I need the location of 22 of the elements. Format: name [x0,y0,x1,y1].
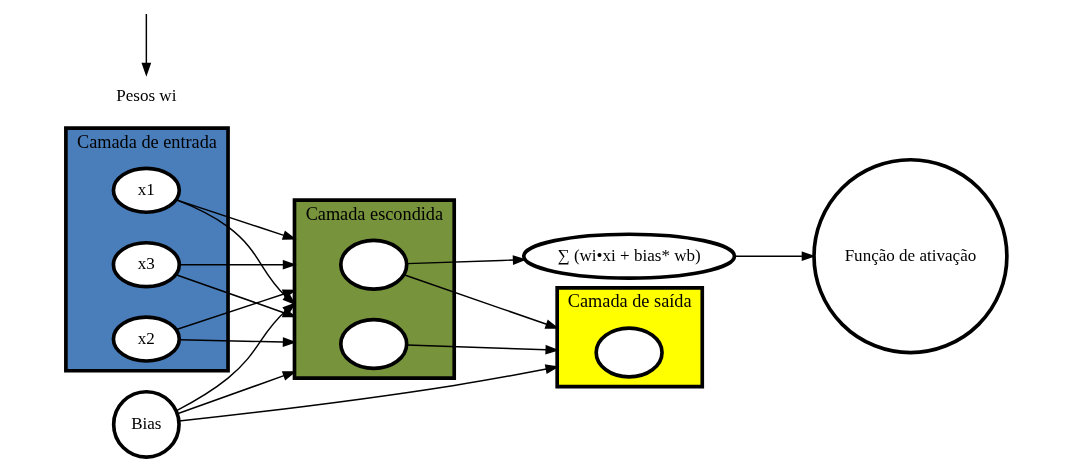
arrow [402,274,559,329]
arrow [177,364,559,422]
cluster: Camada escondida [292,198,456,380]
arrow [176,371,297,415]
arrow [141,13,151,77]
arrow [405,255,527,265]
cluster: Camada de saída [554,286,704,389]
node-circle [338,317,408,371]
arrow [178,337,297,347]
node-ellipse: x3 [111,240,181,289]
node-circle: Função de ativação [811,157,1009,355]
arrow [405,344,559,355]
arrow [178,259,297,270]
node-ellipse: ∑ (wi•xi + bias* wb) [521,232,736,280]
node-ellipse: x1 [111,166,181,215]
node-ellipse: x2 [111,315,181,363]
arrow [733,251,816,262]
node-circle [338,238,408,291]
node-circle: Bias [111,389,181,459]
arrow [175,199,297,240]
node-text: Pesos wi [115,85,176,105]
node-circle [593,326,664,379]
